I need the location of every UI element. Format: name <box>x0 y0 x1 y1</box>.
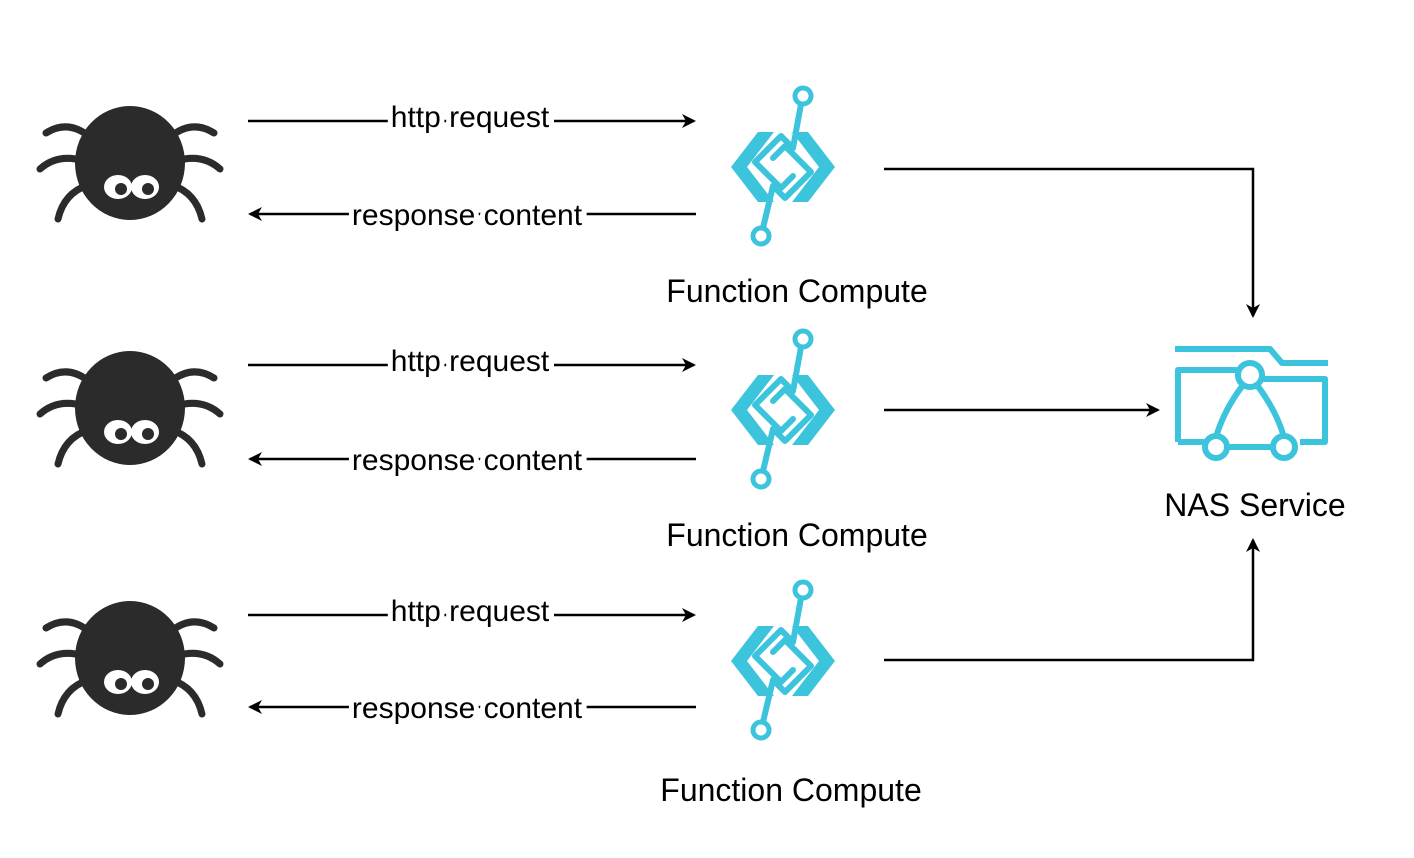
spider-icon <box>40 601 220 715</box>
response-content-label: response content <box>352 199 583 232</box>
http-request-label: http request <box>391 595 550 628</box>
function-compute-icon <box>731 88 835 244</box>
spider-icon <box>40 106 220 220</box>
function-compute-label: Function Compute <box>660 772 921 808</box>
response-content-label: response content <box>352 692 583 725</box>
function-compute-label: Function Compute <box>666 517 927 553</box>
http-request-label: http request <box>391 345 550 378</box>
function-compute-label: Function Compute <box>666 273 927 309</box>
function-compute-icon <box>731 331 835 487</box>
spider-icon <box>40 351 220 465</box>
function-compute-icon <box>731 582 835 738</box>
http-request-label: http request <box>391 101 550 134</box>
fc-to-nas-connector <box>884 538 1260 662</box>
nas-folder-icon <box>1175 349 1328 458</box>
fc-to-nas-connector <box>884 167 1260 318</box>
response-content-label: response content <box>352 444 583 477</box>
nas-service-label: NAS Service <box>1164 487 1345 523</box>
